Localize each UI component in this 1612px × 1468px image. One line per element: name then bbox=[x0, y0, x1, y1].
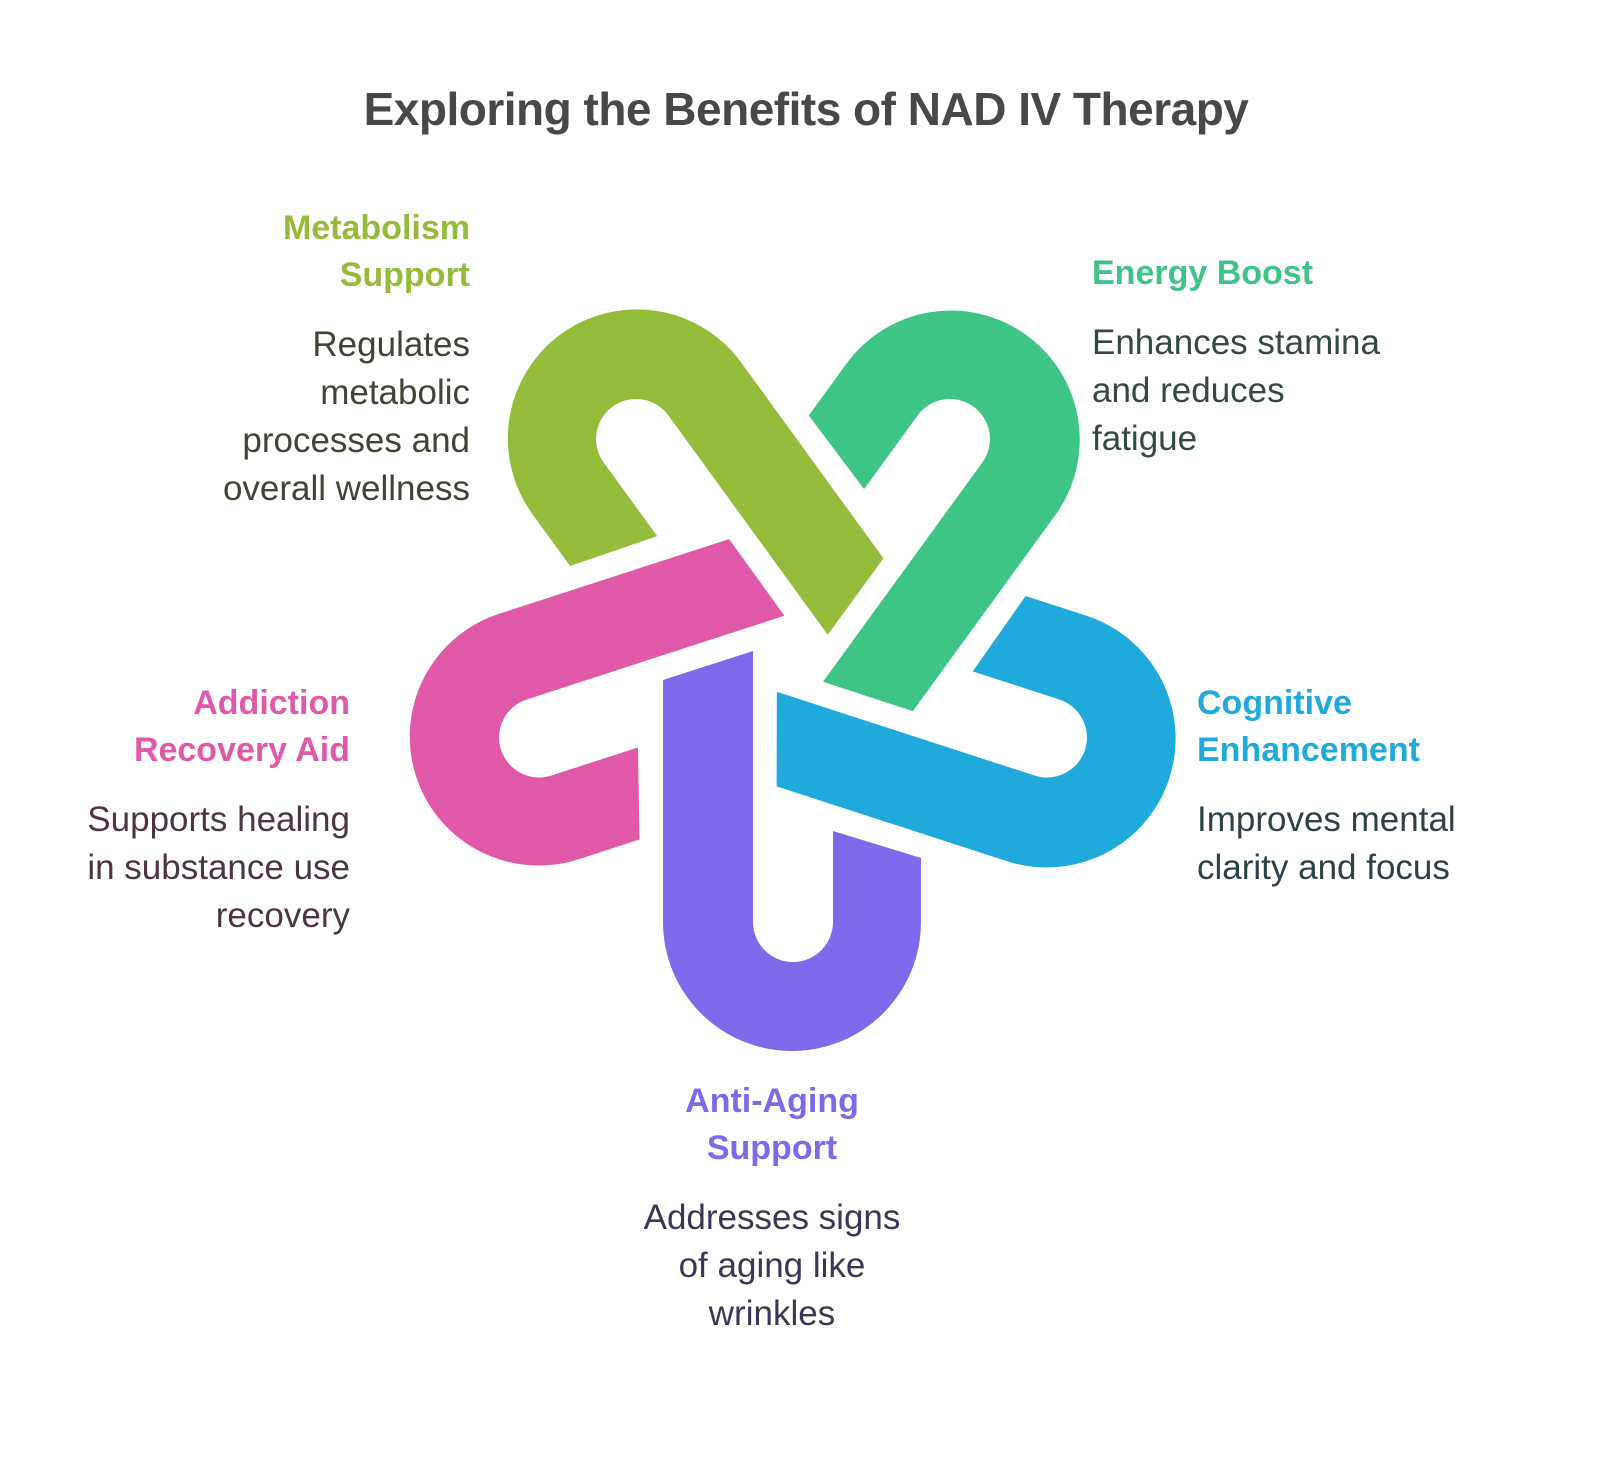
benefit-description: Enhances stamina and reduces fatigue bbox=[1092, 319, 1422, 463]
description-line: fatigue bbox=[1092, 419, 1198, 458]
description-line: recovery bbox=[215, 896, 350, 935]
loop-cognitive bbox=[776, 595, 1176, 868]
description-line: in substance use bbox=[87, 848, 350, 887]
description-line: and reduces bbox=[1092, 371, 1285, 410]
description-line: metabolic bbox=[320, 373, 470, 412]
loop-metabolism bbox=[507, 309, 884, 635]
heading-line: Support bbox=[706, 1129, 838, 1167]
loop-energy bbox=[808, 310, 1080, 712]
heading-line: Anti-Aging bbox=[685, 1082, 859, 1120]
description-line: clarity and focus bbox=[1197, 848, 1450, 887]
benefit-description: Improves mental clarity and focus bbox=[1197, 796, 1527, 892]
description-line: overall wellness bbox=[222, 469, 470, 508]
benefit-description: Addresses signs of aging like wrinkles bbox=[602, 1194, 942, 1338]
description-line: Supports healing bbox=[87, 800, 350, 839]
benefit-anti-aging: Anti-Aging Support Addresses signs of ag… bbox=[602, 1078, 942, 1338]
loop-addiction bbox=[409, 539, 785, 866]
heading-line: Cognitive bbox=[1197, 684, 1352, 722]
benefit-addiction: Addiction Recovery Aid Supports healing … bbox=[20, 680, 350, 940]
description-line: Enhances stamina bbox=[1092, 323, 1380, 362]
heading-line: Support bbox=[339, 256, 470, 294]
description-line: Addresses signs bbox=[643, 1198, 901, 1237]
description-line: processes and bbox=[242, 421, 470, 460]
benefit-heading: Metabolism Support bbox=[140, 205, 470, 299]
benefit-heading: Energy Boost bbox=[1092, 250, 1422, 297]
diagram-title: Exploring the Benefits of NAD IV Therapy bbox=[363, 83, 1249, 135]
description-line: of aging like bbox=[678, 1246, 866, 1285]
heading-line: Enhancement bbox=[1197, 731, 1420, 769]
benefit-metabolism: Metabolism Support Regulates metabolic p… bbox=[140, 205, 470, 513]
benefit-description: Supports healing in substance use recove… bbox=[20, 796, 350, 940]
benefit-heading: Cognitive Enhancement bbox=[1197, 680, 1527, 774]
benefit-cognitive: Cognitive Enhancement Improves mental cl… bbox=[1197, 680, 1527, 892]
loop-anti-aging bbox=[663, 651, 921, 1051]
heading-line: Energy Boost bbox=[1092, 254, 1314, 292]
heading-line: Addiction bbox=[193, 684, 350, 722]
description-line: Improves mental bbox=[1197, 800, 1456, 839]
benefit-description: Regulates metabolic processes and overal… bbox=[140, 321, 470, 513]
heading-line: Metabolism bbox=[282, 209, 470, 247]
benefit-heading: Anti-Aging Support bbox=[602, 1078, 942, 1172]
heading-line: Recovery Aid bbox=[133, 731, 350, 769]
benefit-energy: Energy Boost Enhances stamina and reduce… bbox=[1092, 250, 1422, 463]
benefit-heading: Addiction Recovery Aid bbox=[20, 680, 350, 774]
description-line: Regulates bbox=[312, 325, 470, 364]
description-line: wrinkles bbox=[708, 1294, 836, 1333]
